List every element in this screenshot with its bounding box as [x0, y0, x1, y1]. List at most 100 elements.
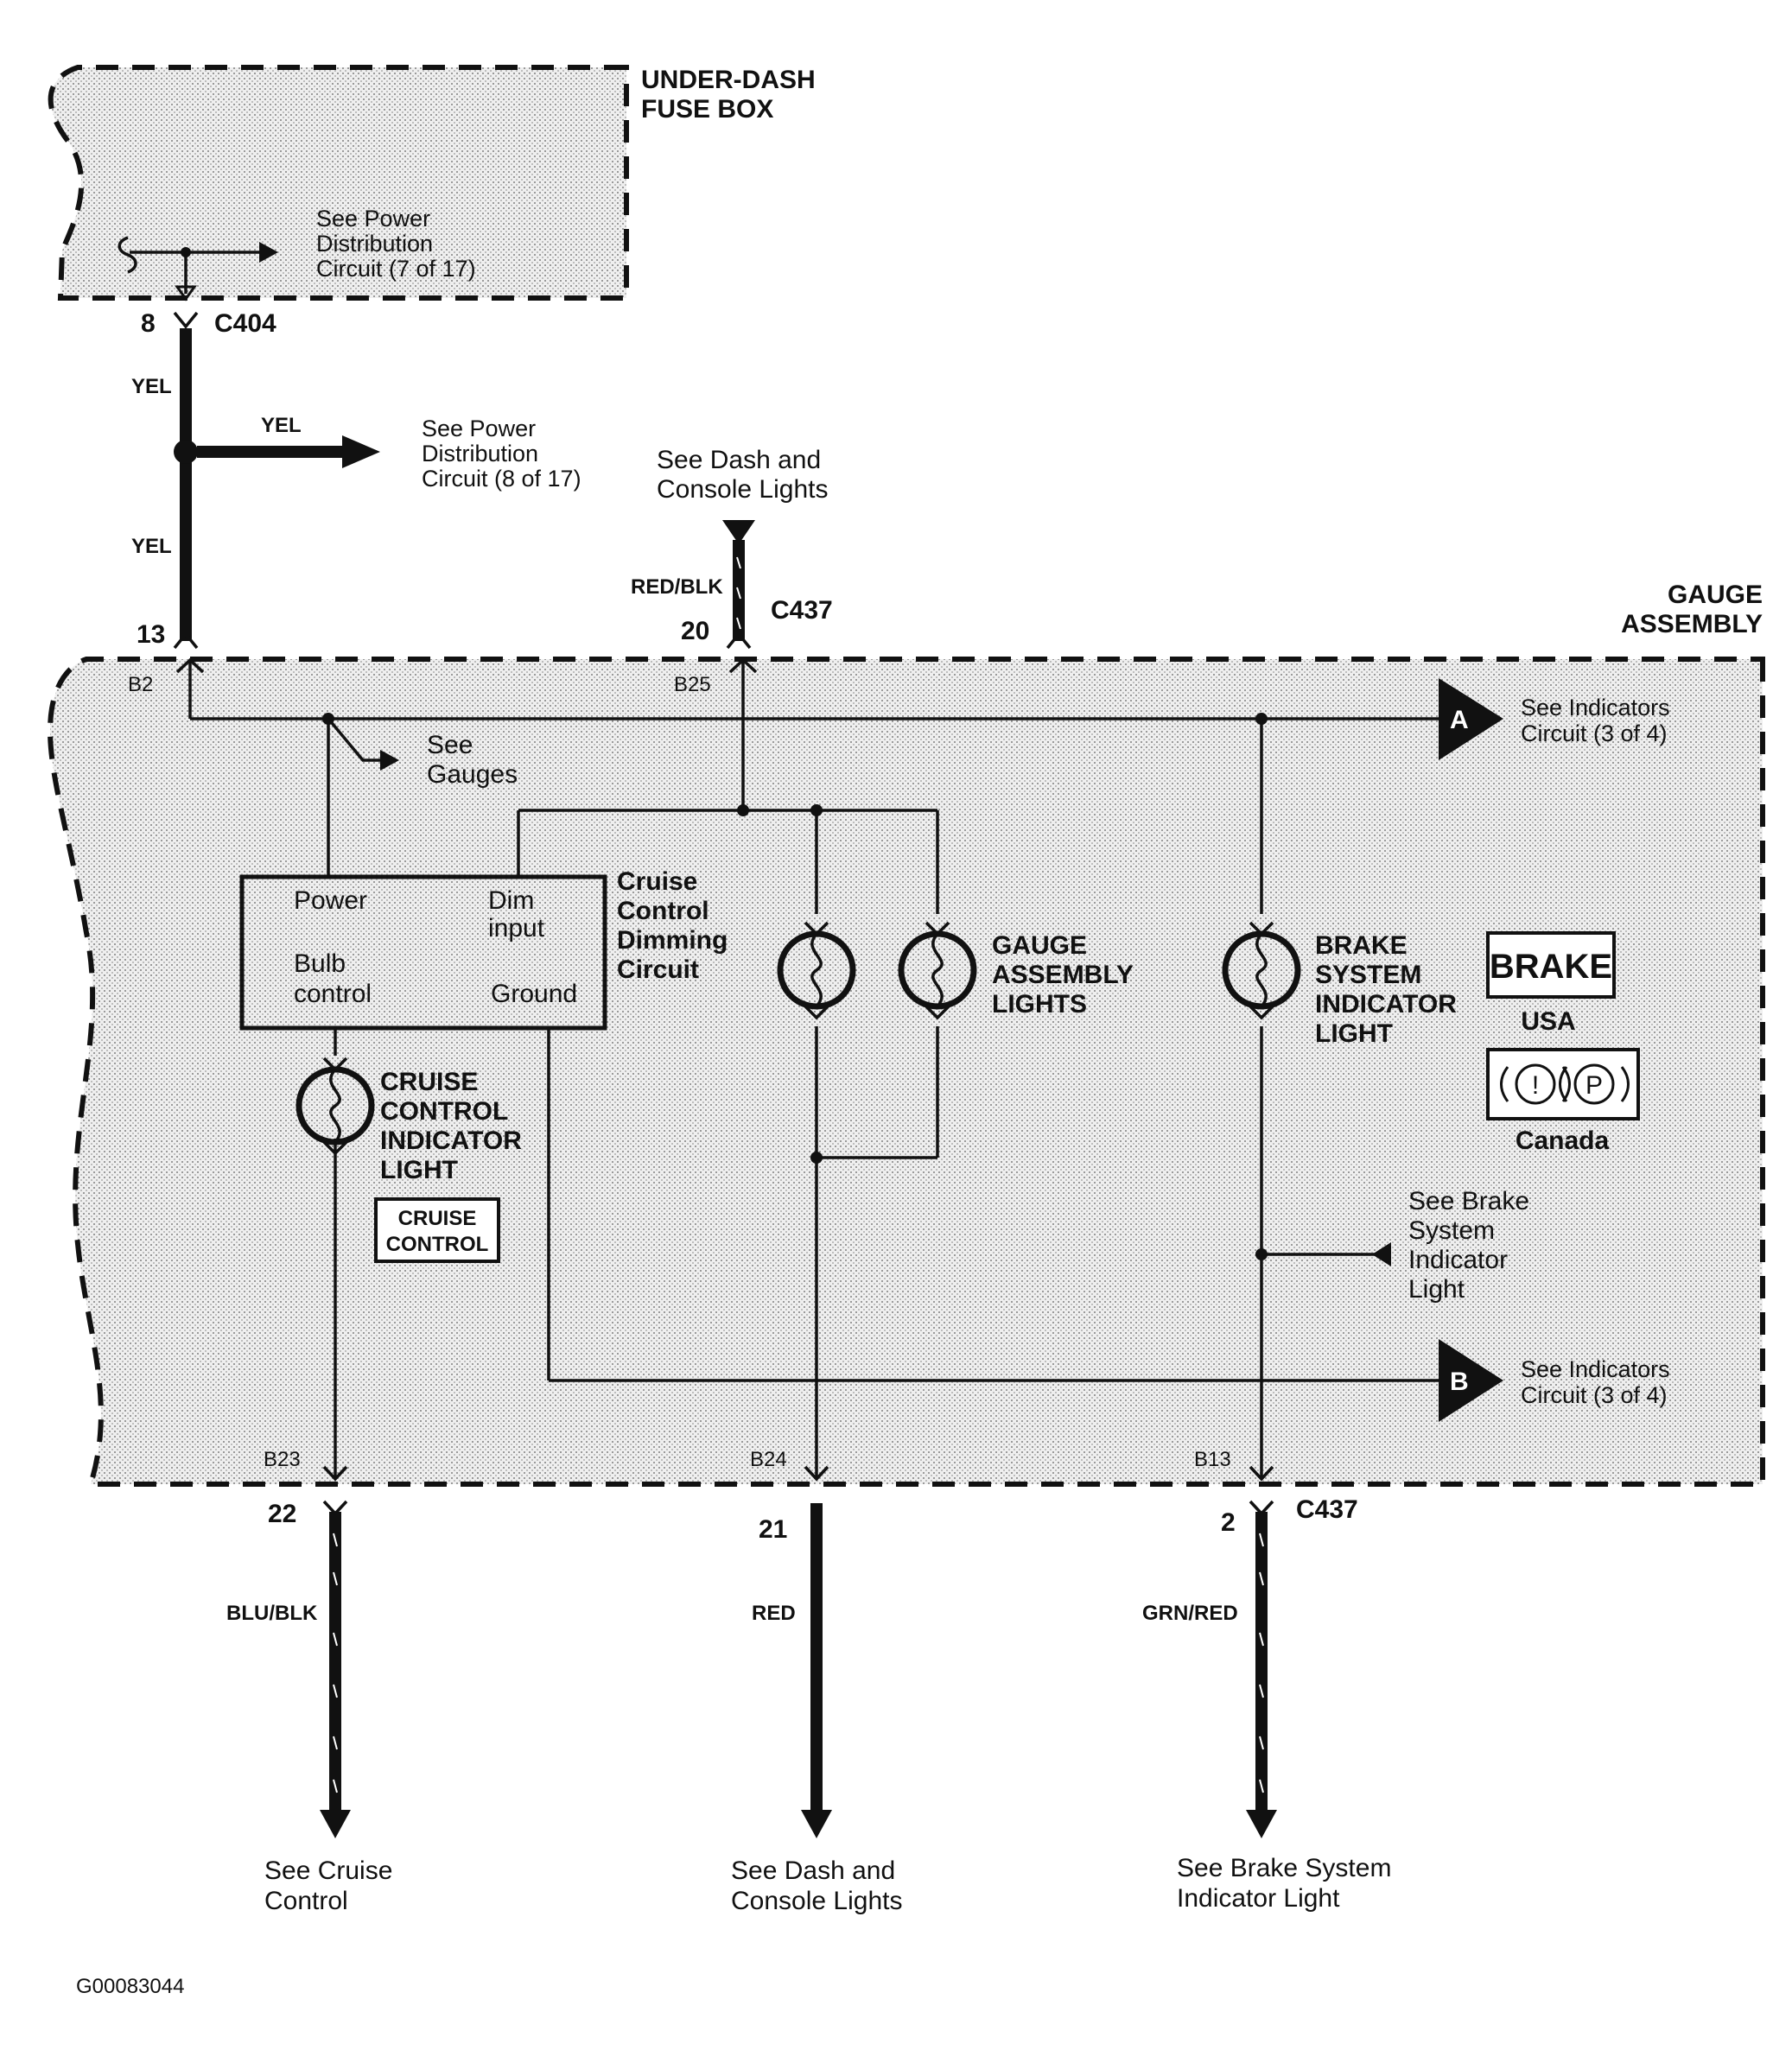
wire-yel-top: YEL: [131, 375, 172, 398]
see-gauges-2: Gauges: [427, 760, 518, 789]
fuse-box-note-3: Circuit (7 of 17): [316, 256, 476, 282]
connector-c437-top: C437: [771, 596, 833, 625]
module-dim-1: Dim: [488, 886, 534, 915]
brake-note-1: See Brake: [1408, 1187, 1529, 1215]
gauge-assembly-title-2: ASSEMBLY: [1621, 610, 1763, 638]
cruise-badge-1: CRUISE: [398, 1207, 477, 1230]
pin-8: 8: [141, 309, 156, 338]
internal-wiring: B2 B25 See Gauges A See Indicators Circu…: [128, 657, 1670, 1477]
wire-yel-bottom: YEL: [131, 535, 172, 558]
module-bulb-2: control: [294, 980, 372, 1008]
indicators-a-note-2: Circuit (3 of 4): [1521, 720, 1668, 746]
canada-badge-left: !: [1532, 1071, 1539, 1100]
connector-c404: C404: [214, 309, 276, 338]
brake-system-indicator-bulb: BRAKE SYSTEM INDICATOR LIGHT BRAKE USA !…: [1222, 921, 1640, 1155]
indicator-a-letter: A: [1450, 706, 1469, 734]
pin-b25: B25: [674, 673, 711, 696]
see-gauges-1: See: [427, 731, 473, 759]
pin-b24: B24: [750, 1448, 787, 1471]
indicators-a-note-1: See Indicators: [1521, 695, 1670, 720]
module-dim-2: input: [488, 914, 545, 942]
brake-usa-badge-text: BRAKE: [1490, 948, 1612, 986]
brake-light-label-2: SYSTEM: [1315, 961, 1421, 989]
pin-20: 20: [681, 617, 709, 645]
usa-label: USA: [1521, 1007, 1575, 1036]
indicators-b-note-1: See Indicators: [1521, 1356, 1670, 1382]
pin-21: 21: [759, 1515, 787, 1544]
stripe-marks: [333, 1533, 1264, 1793]
fuse-box-title-1: UNDER-DASH: [641, 66, 816, 94]
pin20-note-2: Console Lights: [657, 475, 828, 504]
cruise-control-indicator-bulb: CRUISE CONTROL INDICATOR LIGHT CRUISE CO…: [295, 1028, 522, 1263]
module-label-3: Dimming: [617, 926, 728, 955]
dest21-1: See Dash and: [731, 1856, 895, 1885]
connector-c437-bottom: C437: [1296, 1495, 1358, 1524]
brake-usa-badge: [1486, 931, 1616, 999]
gauge-lights-label-2: ASSEMBLY: [992, 961, 1134, 989]
gauge-lights-label-1: GAUGE: [992, 931, 1087, 960]
module-power: Power: [294, 886, 367, 915]
gauge-assembly-box: GAUGE ASSEMBLY: [48, 581, 1765, 1487]
dest22-1: See Cruise: [264, 1856, 392, 1885]
brake-note-3: Indicator: [1408, 1246, 1508, 1274]
cruise-light-label-3: INDICATOR: [380, 1127, 522, 1155]
fuse-box-title-2: FUSE BOX: [641, 95, 773, 124]
brake-canada-badge: [1486, 1048, 1640, 1120]
module-ground: Ground: [491, 980, 577, 1008]
bulb-filament-icon: [810, 932, 823, 1008]
wire-yel-branch: YEL: [261, 414, 302, 437]
dest2-1: See Brake System: [1177, 1854, 1391, 1882]
cruise-control-dimming-module: Power Dim input Bulb control Ground Crui…: [239, 867, 728, 1031]
indicators-b-note-2: Circuit (3 of 4): [1521, 1382, 1668, 1408]
dest22-2: Control: [264, 1887, 348, 1915]
parking-icon: [1573, 1063, 1615, 1105]
pin-b13: B13: [1194, 1448, 1231, 1471]
gauge-lights-label-3: LIGHTS: [992, 990, 1087, 1019]
module-label-2: Control: [617, 897, 709, 925]
pin-2: 2: [1221, 1508, 1236, 1537]
cruise-light-label-4: LIGHT: [380, 1156, 458, 1184]
brake-note-2: System: [1408, 1216, 1495, 1245]
pin-22: 22: [268, 1500, 296, 1528]
bulb-filament-icon: [329, 1068, 341, 1144]
c437-pin20-circuit: See Dash and Console Lights RED/BLK 20 C…: [631, 446, 833, 650]
c404-note-3: Circuit (8 of 17): [422, 466, 581, 492]
dest2-2: Indicator Light: [1177, 1884, 1340, 1913]
brake-light-label-3: INDICATOR: [1315, 990, 1457, 1019]
bottom-connector-c437: B23 B24 B13 22 21 2 C437: [226, 1448, 1391, 1915]
brake-note-4: Light: [1408, 1275, 1465, 1304]
cruise-light-label-2: CONTROL: [380, 1097, 508, 1126]
brake-light-label-1: BRAKE: [1315, 931, 1408, 960]
wire-red-blk: RED/BLK: [631, 575, 723, 599]
gauge-assembly-title-1: GAUGE: [1668, 581, 1763, 609]
module-label-1: Cruise: [617, 867, 697, 896]
c404-note-2: Distribution: [422, 441, 538, 466]
fuse-icon: [118, 236, 137, 274]
exclamation-icon: [1515, 1063, 1556, 1105]
wire-blu-blk: BLU/BLK: [226, 1602, 318, 1625]
bulb-filament-icon: [931, 932, 944, 1008]
pin-b23: B23: [264, 1448, 301, 1471]
canada-badge-right: P: [1585, 1071, 1603, 1100]
brake-light-label-4: LIGHT: [1315, 1019, 1393, 1048]
pin20-note-1: See Dash and: [657, 446, 821, 474]
figure-id: G00083044: [76, 1975, 184, 1998]
pin-13: 13: [137, 620, 165, 649]
c404-circuit: 8 C404 YEL YEL See Power Distribution Ci…: [131, 309, 581, 650]
under-dash-fuse-box: UNDER-DASH FUSE BOX See Power Distributi…: [48, 65, 816, 301]
cruise-control-badge: [374, 1197, 500, 1263]
cruise-badge-2: CONTROL: [386, 1233, 489, 1256]
wire-grn-red: GRN/RED: [1142, 1602, 1238, 1625]
wire-red: RED: [752, 1602, 796, 1625]
fuse-box-note-2: Distribution: [316, 231, 433, 257]
gauge-assembly-bulbs: GAUGE ASSEMBLY LIGHTS: [777, 921, 1134, 1020]
fuse-box-note-1: See Power: [316, 206, 430, 232]
pin-b2: B2: [128, 673, 153, 696]
module-label-4: Circuit: [617, 955, 699, 984]
c404-note-1: See Power: [422, 416, 536, 441]
dest21-2: Console Lights: [731, 1887, 902, 1915]
indicator-b-letter: B: [1450, 1368, 1469, 1396]
module-bulb-1: Bulb: [294, 949, 346, 978]
canada-label: Canada: [1516, 1127, 1610, 1155]
